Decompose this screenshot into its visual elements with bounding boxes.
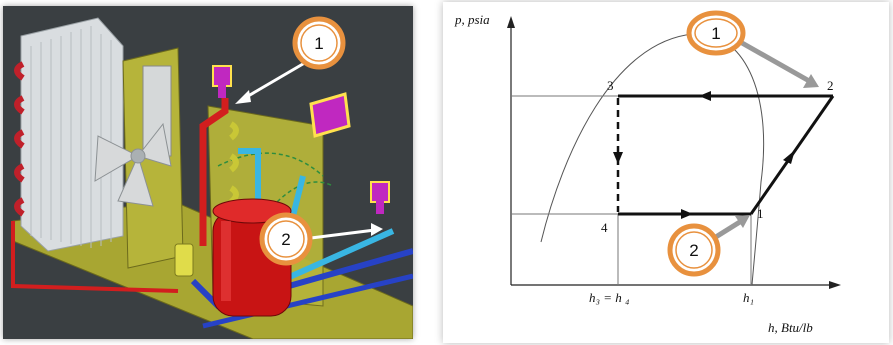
- x-tick-h1: h₁: [743, 290, 754, 305]
- ph-diagram-svg: p, psia h, Btu/lb 3 2 4 1 h₃ = h ₄ h₁: [454, 10, 841, 335]
- coil-return-bends: [14, 61, 25, 217]
- state-point-4: 4: [601, 220, 608, 235]
- accumulator: [174, 243, 194, 277]
- condensing-unit-illustration: 1 2: [3, 6, 413, 339]
- condenser-coil: [20, 17, 124, 252]
- condensing-unit-drawing: [11, 17, 413, 339]
- callout-badge-2: 2: [259, 212, 313, 266]
- ph-diagram: p, psia h, Btu/lb 3 2 4 1 h₃ = h ₄ h₁: [443, 2, 889, 343]
- callout-badge-2: 2: [667, 223, 721, 277]
- callout-badge-1: 1: [686, 10, 746, 56]
- callout-number: 1: [314, 34, 323, 53]
- callout-number: 2: [689, 241, 698, 260]
- callout-number: 1: [711, 24, 720, 43]
- x-tick-h3-h4: h₃ = h ₄: [589, 290, 630, 305]
- left-callouts: 1 2: [259, 16, 346, 266]
- callout-number: 2: [281, 230, 290, 249]
- pressure-gauge-2: [370, 181, 390, 214]
- fan-blades: [94, 122, 172, 207]
- saturation-dome: [540, 33, 765, 286]
- x-axis-label: h, Btu/lb: [768, 320, 813, 335]
- pressure-gauge-1: [212, 65, 232, 98]
- y-axis-label: p, psia: [454, 12, 490, 27]
- state-point-2: 2: [827, 78, 834, 93]
- state-point-1: 1: [757, 206, 764, 221]
- discharge-pipe: [199, 98, 229, 246]
- state-point-3: 3: [607, 78, 614, 93]
- callout-badge-1: 1: [292, 16, 346, 70]
- control-box: [309, 92, 351, 138]
